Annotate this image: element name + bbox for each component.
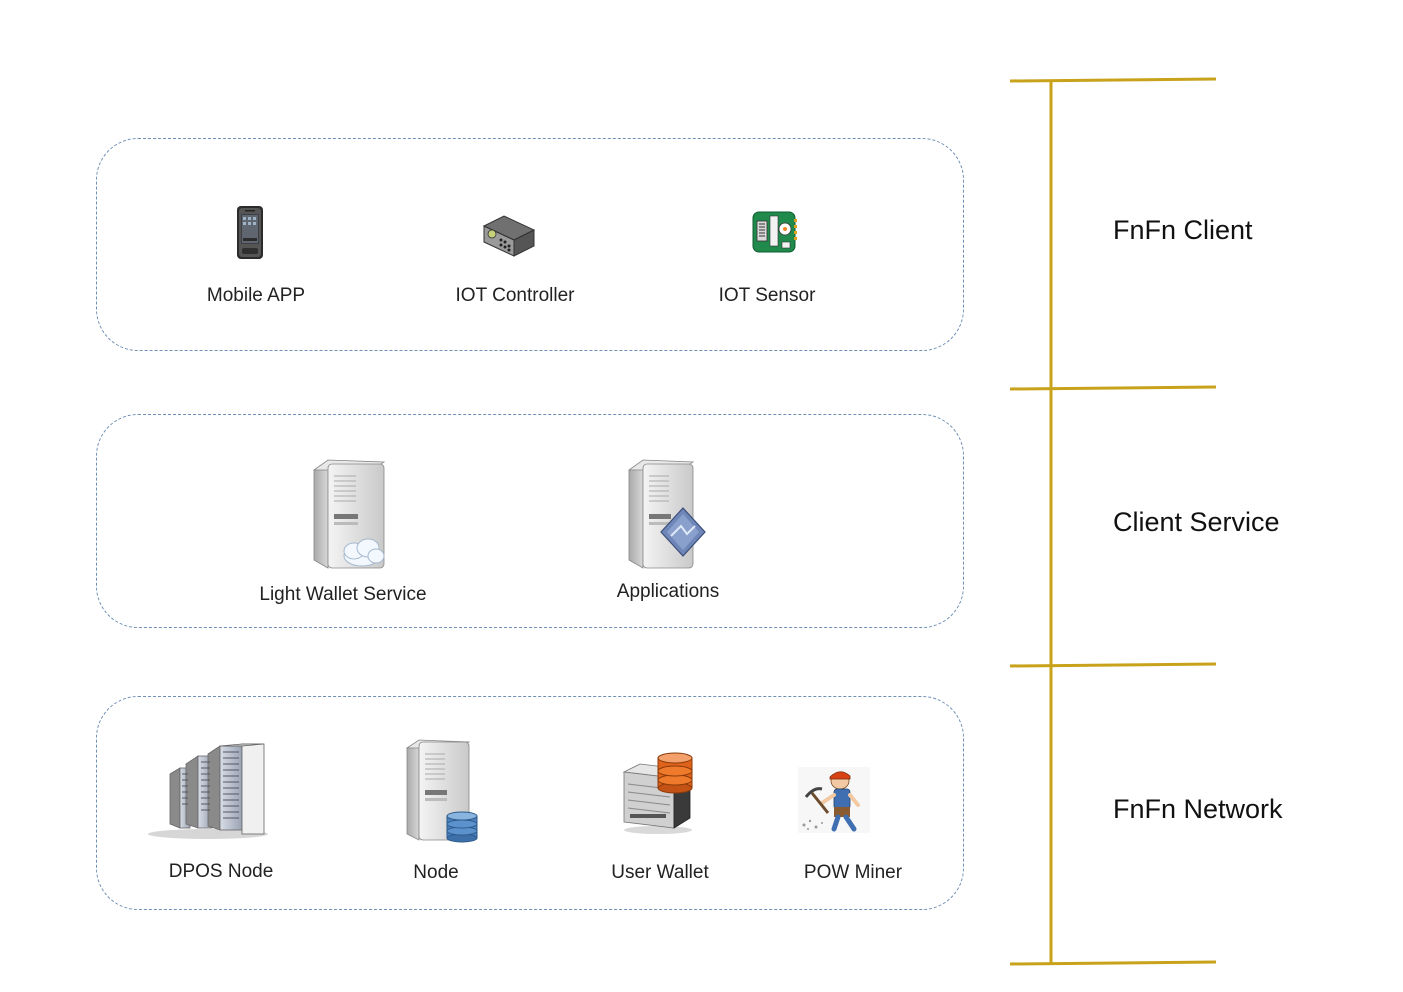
node-label-light-wallet-service: Light Wallet Service	[259, 584, 427, 605]
tier-label-fnfn-client: FnFn Client	[1113, 215, 1253, 245]
node-label-iot-controller: IOT Controller	[455, 285, 575, 306]
node-label-iot-sensor: IOT Sensor	[718, 285, 816, 306]
fnfn-client-group	[96, 138, 964, 351]
node-label-node: Node	[413, 862, 459, 883]
server-app-icon	[627, 459, 706, 569]
iot-sensor-icon	[752, 211, 797, 253]
node-label-dpos-node: DPOS Node	[168, 861, 274, 882]
wallet-server-icon	[622, 752, 693, 834]
server-rack-icon	[148, 743, 268, 839]
mobile-phone-icon	[237, 206, 263, 259]
node-label-user-wallet: User Wallet	[611, 862, 709, 883]
fnfn-network-group	[96, 696, 964, 910]
client-service-group	[96, 414, 964, 628]
server-database-icon	[405, 739, 478, 843]
iot-controller-icon	[482, 215, 536, 257]
miner-icon	[798, 767, 870, 833]
node-label-mobile-app: Mobile APP	[206, 285, 306, 306]
tier-label-client-service: Client Service	[1113, 507, 1280, 537]
server-cloud-icon	[312, 459, 386, 569]
node-label-applications: Applications	[616, 581, 720, 602]
tier-label-fnfn-network: FnFn Network	[1113, 794, 1283, 824]
node-label-pow-miner: POW Miner	[803, 862, 903, 883]
